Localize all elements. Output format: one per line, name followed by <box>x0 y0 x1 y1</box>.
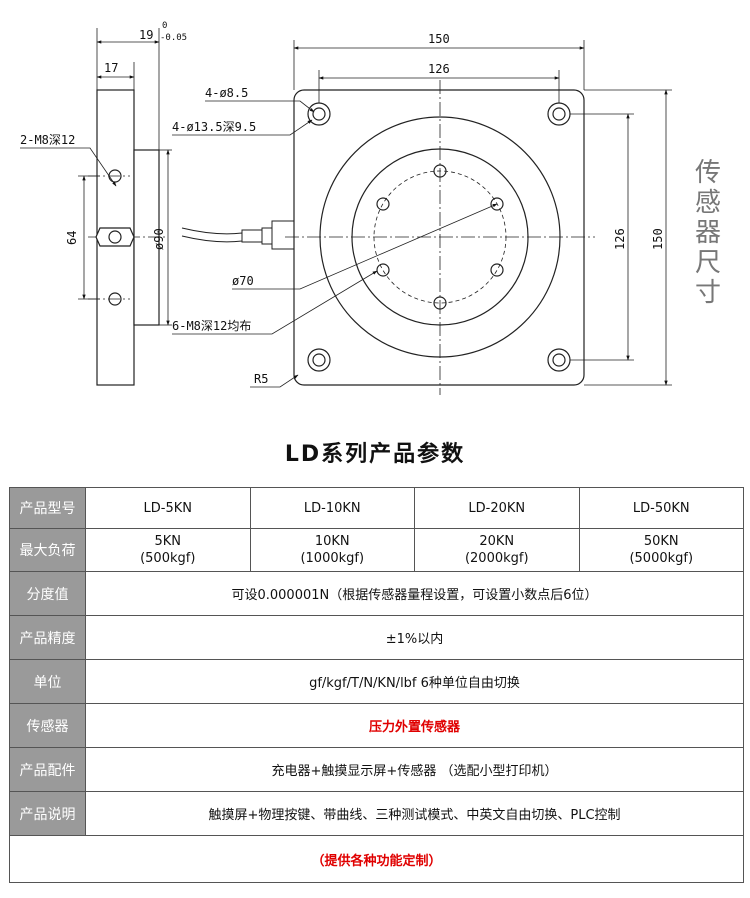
front-view <box>172 40 672 395</box>
row-header-description: 产品说明 <box>9 791 86 836</box>
side-load-boss <box>133 149 160 326</box>
cell-max-load: 20KN (2000kgf) <box>414 528 580 572</box>
dim-tolerance-lower: -0.05 <box>160 33 187 43</box>
side-view <box>20 28 172 386</box>
dim-diameter-90: ø90 <box>152 228 166 250</box>
dim-overall-150-side: 150 <box>651 228 665 250</box>
row-header-sensor: 传感器 <box>9 703 86 748</box>
load-kgf: (500kgf) <box>140 551 196 566</box>
table-row-resolution: 分度值 可设0.000001N（根据传感器量程设置，可设置小数点后6位） <box>9 571 744 616</box>
parameter-table: 产品型号 LD-5KN LD-10KN LD-20KN LD-50KN 最大负荷… <box>9 487 744 883</box>
dim-pitch-126-side: 126 <box>613 228 627 250</box>
table-row-custom: （提供各种功能定制） <box>9 835 744 883</box>
load-value: 20KN <box>479 534 515 549</box>
table-row-model: 产品型号 LD-5KN LD-10KN LD-20KN LD-50KN <box>9 487 744 529</box>
cell-custom-note: （提供各种功能定制） <box>9 835 744 883</box>
row-header-resolution: 分度值 <box>9 571 86 616</box>
side-title-char: 器 <box>694 218 721 248</box>
dim-tolerance-upper: 0 <box>162 21 167 31</box>
corner-counterbore-holes <box>307 102 571 372</box>
cell-sensor: 压力外置传感器 <box>85 703 744 748</box>
dim-pitch-126-top: 126 <box>428 62 450 76</box>
cell-model: LD-20KN <box>414 487 580 529</box>
dim-width-19: 19 <box>139 28 153 42</box>
sensor-cable <box>181 220 295 250</box>
table-title: LD系列产品参数 <box>284 442 466 467</box>
table-row-max-load: 最大负荷 5KN (500kgf) 10KN (1000kgf) 20KN (2000… <box>9 528 744 572</box>
side-title-char: 传 <box>694 158 721 188</box>
label-radius: R5 <box>254 372 268 386</box>
cell-resolution: 可设0.000001N（根据传感器量程设置，可设置小数点后6位） <box>85 571 744 616</box>
side-title-char: 尺 <box>694 248 721 278</box>
table-row-sensor: 传感器 压力外置传感器 <box>9 703 744 748</box>
drawing-side-title: 传 感 器 尺 寸 <box>690 158 726 308</box>
table-row-accessories: 产品配件 充电器+触摸显示屏+传感器 （选配小型打印机） <box>9 747 744 792</box>
table-row-description: 产品说明 触摸屏+物理按键、带曲线、三种测试模式、中英文自由切换、PLC控制 <box>9 791 744 836</box>
load-value: 50KN <box>643 534 679 549</box>
load-kgf: (2000kgf) <box>464 551 529 566</box>
label-thread-side: 2-M8深12 <box>20 133 75 147</box>
cell-model: LD-10KN <box>249 487 415 529</box>
cell-description: 触摸屏+物理按键、带曲线、三种测试模式、中英文自由切换、PLC控制 <box>85 791 744 836</box>
label-diameter-70: ø70 <box>232 274 254 288</box>
load-value: 5KN <box>154 534 182 549</box>
side-title-char: 寸 <box>694 278 721 308</box>
cell-max-load: 50KN (5000kgf) <box>578 528 744 572</box>
load-value: 10KN <box>314 534 350 549</box>
side-title-char: 感 <box>694 188 721 218</box>
cell-model: LD-5KN <box>85 487 251 529</box>
table-row-unit: 单位 gf/kgf/T/N/KN/lbf 6种单位自由切换 <box>9 659 744 704</box>
row-header-accuracy: 产品精度 <box>9 615 86 660</box>
row-header-model: 产品型号 <box>9 487 86 529</box>
cell-max-load: 10KN (1000kgf) <box>249 528 415 572</box>
table-row-accuracy: 产品精度 ±1%以内 <box>9 615 744 660</box>
cell-accessories: 充电器+触摸显示屏+传感器 （选配小型打印机） <box>85 747 744 792</box>
front-thread-holes <box>376 164 504 310</box>
side-hex-nut <box>95 227 135 247</box>
row-header-accessories: 产品配件 <box>9 747 86 792</box>
cell-max-load: 5KN (500kgf) <box>85 528 251 572</box>
cell-model: LD-50KN <box>578 487 744 529</box>
row-header-max-load: 最大负荷 <box>9 528 86 572</box>
label-thread-front: 6-M8深12均布 <box>172 319 251 333</box>
row-header-unit: 单位 <box>9 659 86 704</box>
front-plate <box>293 89 585 386</box>
load-kgf: (1000kgf) <box>300 551 365 566</box>
label-holes-counterbore: 4-ø13.5深9.5 <box>172 120 256 134</box>
cable-gland <box>241 229 263 243</box>
cell-unit: gf/kgf/T/N/KN/lbf 6种单位自由切换 <box>85 659 744 704</box>
dim-height-64: 64 <box>65 231 79 245</box>
dim-width-17: 17 <box>104 61 118 75</box>
side-thread-hole-bottom <box>108 292 122 306</box>
cell-accuracy: ±1%以内 <box>85 615 744 660</box>
sensor-dimension-drawing: 19 0 -0.05 17 64 ø90 2-M8深12 <box>20 21 672 395</box>
load-kgf: (5000kgf) <box>629 551 694 566</box>
label-holes-small: 4-ø8.5 <box>205 86 248 100</box>
dim-overall-150-top: 150 <box>428 32 450 46</box>
